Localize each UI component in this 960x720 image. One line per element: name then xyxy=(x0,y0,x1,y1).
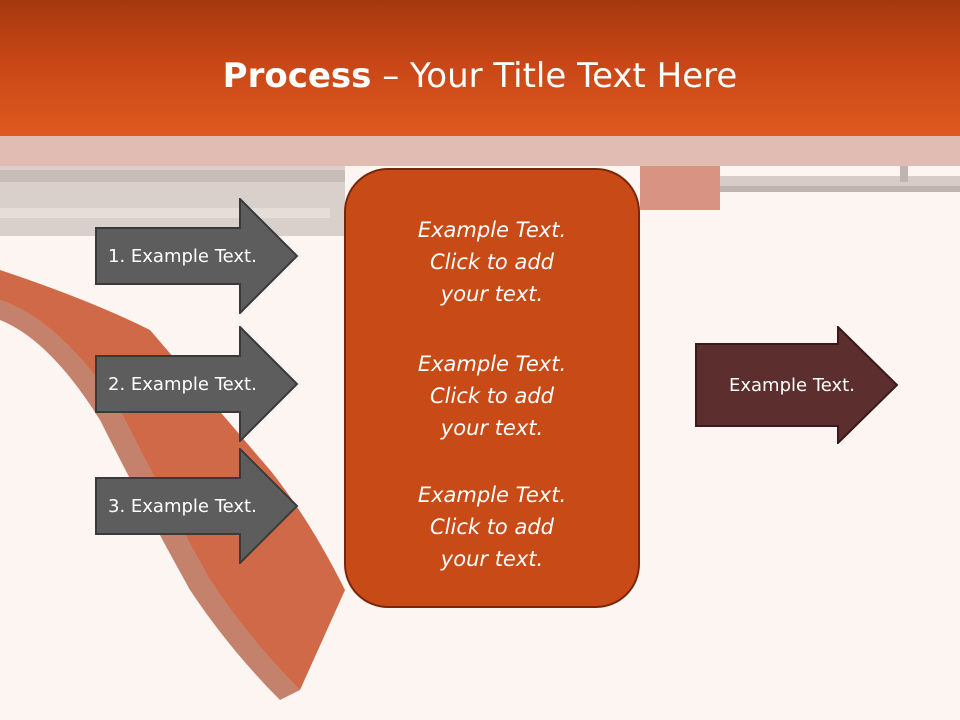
center-block-1-line1: Example Text. xyxy=(417,218,567,242)
step-arrow-2-label: 2. Example Text. xyxy=(108,373,257,395)
center-block-3: Example Text. Click to add your text. xyxy=(346,479,638,575)
header-strip xyxy=(0,136,960,166)
title-bold: Process xyxy=(222,56,372,96)
step-arrow-3-label: 3. Example Text. xyxy=(108,495,257,517)
center-block-1-line3: your text. xyxy=(440,282,544,306)
result-arrow-shape xyxy=(695,326,899,444)
step-arrow-2[interactable]: 2. Example Text. xyxy=(95,326,299,442)
step-arrow-1-label: 1. Example Text. xyxy=(108,245,257,267)
center-block-1: Example Text. Click to add your text. xyxy=(346,214,638,310)
step-arrow-3-shape xyxy=(95,448,299,564)
title-header-bar xyxy=(0,0,960,136)
center-block-3-line1: Example Text. xyxy=(417,483,567,507)
step-arrow-1[interactable]: 1. Example Text. xyxy=(95,198,299,314)
center-block-1-line2: Click to add xyxy=(429,250,554,274)
title-dash: – xyxy=(371,56,411,96)
title-rest: Your Title Text Here xyxy=(410,56,738,96)
result-arrow-label: Example Text. xyxy=(729,374,855,396)
center-block-2-line1: Example Text. xyxy=(417,352,567,376)
center-text-box[interactable]: Example Text. Click to add your text. Ex… xyxy=(344,168,640,608)
center-block-2-line3: your text. xyxy=(440,416,544,440)
result-arrow[interactable]: Example Text. xyxy=(695,326,899,444)
center-block-2: Example Text. Click to add your text. xyxy=(346,348,638,444)
step-arrow-3[interactable]: 3. Example Text. xyxy=(95,448,299,564)
step-arrow-1-shape xyxy=(95,198,299,314)
center-block-3-line2: Click to add xyxy=(429,515,554,539)
center-block-2-line2: Click to add xyxy=(429,384,554,408)
step-arrow-2-shape xyxy=(95,326,299,442)
center-block-3-line3: your text. xyxy=(440,547,544,571)
slide-title[interactable]: Process – Your Title Text Here xyxy=(0,54,960,98)
